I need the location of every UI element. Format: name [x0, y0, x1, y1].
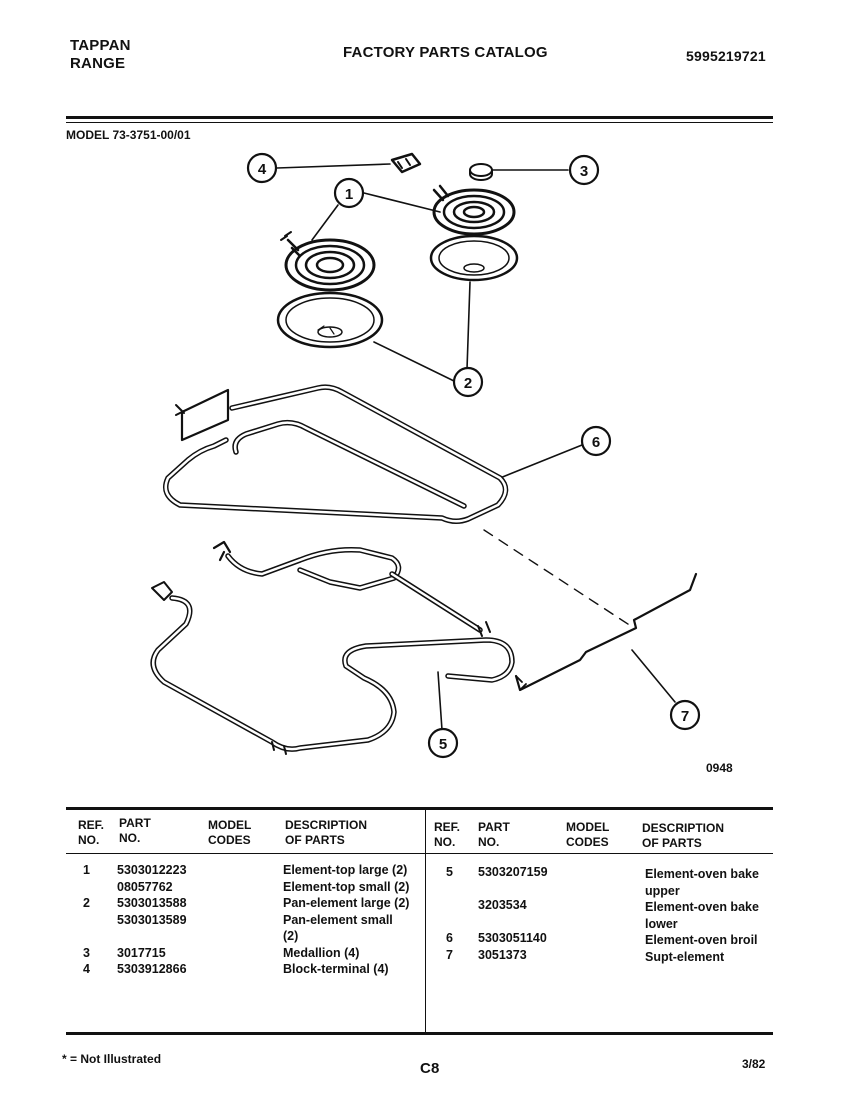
brand-name: TAPPAN	[70, 37, 131, 54]
leader-lines	[276, 163, 676, 731]
table-rule-header	[66, 853, 773, 854]
ref-column: 1 2 3 4	[83, 862, 90, 978]
figure-number: 0948	[706, 761, 733, 775]
header-ref-no: REF.NO.	[434, 820, 461, 849]
table-cell: 5303207159	[478, 865, 548, 879]
table-cell: 1	[83, 863, 90, 877]
alignment-dashed-line	[483, 529, 635, 629]
callout-circles	[246, 152, 701, 759]
table-cell: 5303013589	[117, 912, 187, 927]
table-cell: 3203534	[478, 898, 527, 912]
table-cell: Element-oven bake	[645, 900, 759, 914]
callout-label: 1	[345, 186, 353, 203]
table-cell	[478, 914, 548, 931]
medallion	[469, 163, 493, 181]
table-cell: 6	[446, 931, 453, 945]
table-cell: Element-oven broil	[645, 933, 758, 947]
description-column: Element-top large (2) Element-top small …	[283, 862, 409, 978]
table-rule-center	[425, 810, 426, 1034]
header-ref-no: REF.NO.	[78, 818, 105, 847]
table-cell: 5303912866	[117, 962, 187, 976]
bake-element-upper	[212, 540, 402, 591]
table-cell: 5303013588	[117, 896, 187, 910]
table-cell: Element-top large (2)	[283, 863, 408, 877]
table-cell	[83, 928, 90, 945]
terminal-block	[390, 152, 422, 174]
drip-pan-large	[276, 291, 384, 349]
callout-label: 7	[681, 708, 689, 725]
table-cell: (2)	[283, 929, 299, 943]
table-cell	[446, 881, 453, 898]
table-cell: 08057762	[117, 879, 173, 894]
table-cell: 4	[83, 962, 90, 976]
table-cell	[478, 881, 548, 898]
ref-column: 5 6 7	[446, 864, 453, 963]
table-cell: 5	[446, 865, 453, 879]
table-cell	[83, 912, 90, 929]
table-cell: 3	[83, 945, 90, 960]
header-rule-top	[66, 116, 773, 119]
catalog-title: FACTORY PARTS CATALOG	[343, 44, 548, 61]
part-number-column: 5303012223 08057762 5303013588 530301358…	[117, 862, 187, 978]
table-cell: 5303051140	[478, 931, 547, 945]
callout-label: 5	[439, 736, 447, 753]
table-cell: Block-terminal (4)	[283, 962, 389, 976]
table-cell	[446, 897, 453, 914]
callout-label: 4	[258, 161, 267, 178]
surface-element-small	[432, 184, 516, 236]
table-rule-bottom	[66, 1032, 773, 1035]
table-cell: 5303012223	[117, 863, 187, 877]
part-number-column: 5303207159 3203534 5303051140 3051373	[478, 864, 548, 963]
bake-element-lower	[150, 571, 515, 755]
catalog-number: 5995219721	[686, 48, 766, 64]
table-cell: Supt-element	[645, 949, 725, 964]
table-cell: lower	[645, 916, 678, 931]
product-type: RANGE	[70, 55, 126, 72]
drip-pan-small	[429, 234, 519, 282]
page-code: C8	[420, 1060, 440, 1077]
table-cell	[117, 928, 187, 945]
table-cell: Element-oven bake	[645, 867, 759, 881]
callout-label: 2	[464, 375, 472, 392]
footnote: * = Not Illustrated	[62, 1052, 162, 1066]
surface-element-large	[280, 231, 376, 292]
table-cell: 3017715	[117, 945, 166, 960]
table-cell: Element-top small (2)	[283, 879, 410, 894]
table-cell	[83, 879, 90, 896]
revision-date: 3/82	[742, 1057, 766, 1071]
table-cell: 3051373	[478, 947, 527, 962]
table-cell: Pan-element small	[283, 912, 393, 927]
table-cell: 2	[83, 896, 90, 910]
table-cell: Pan-element large (2)	[283, 896, 410, 910]
element-support	[514, 572, 698, 692]
table-cell	[446, 914, 453, 931]
description-column: Element-oven bake upper Element-oven bak…	[645, 866, 759, 965]
callout-label: 6	[592, 434, 600, 451]
header-rule-bottom	[66, 122, 773, 123]
model-number: MODEL 73-3751-00/01	[66, 128, 191, 142]
table-rule-top	[66, 807, 773, 810]
table-cell: 7	[446, 947, 453, 962]
table-cell: upper	[645, 883, 680, 898]
table-cell: Medallion (4)	[283, 945, 360, 960]
broil-element	[163, 384, 509, 524]
callout-label: 3	[580, 163, 588, 180]
